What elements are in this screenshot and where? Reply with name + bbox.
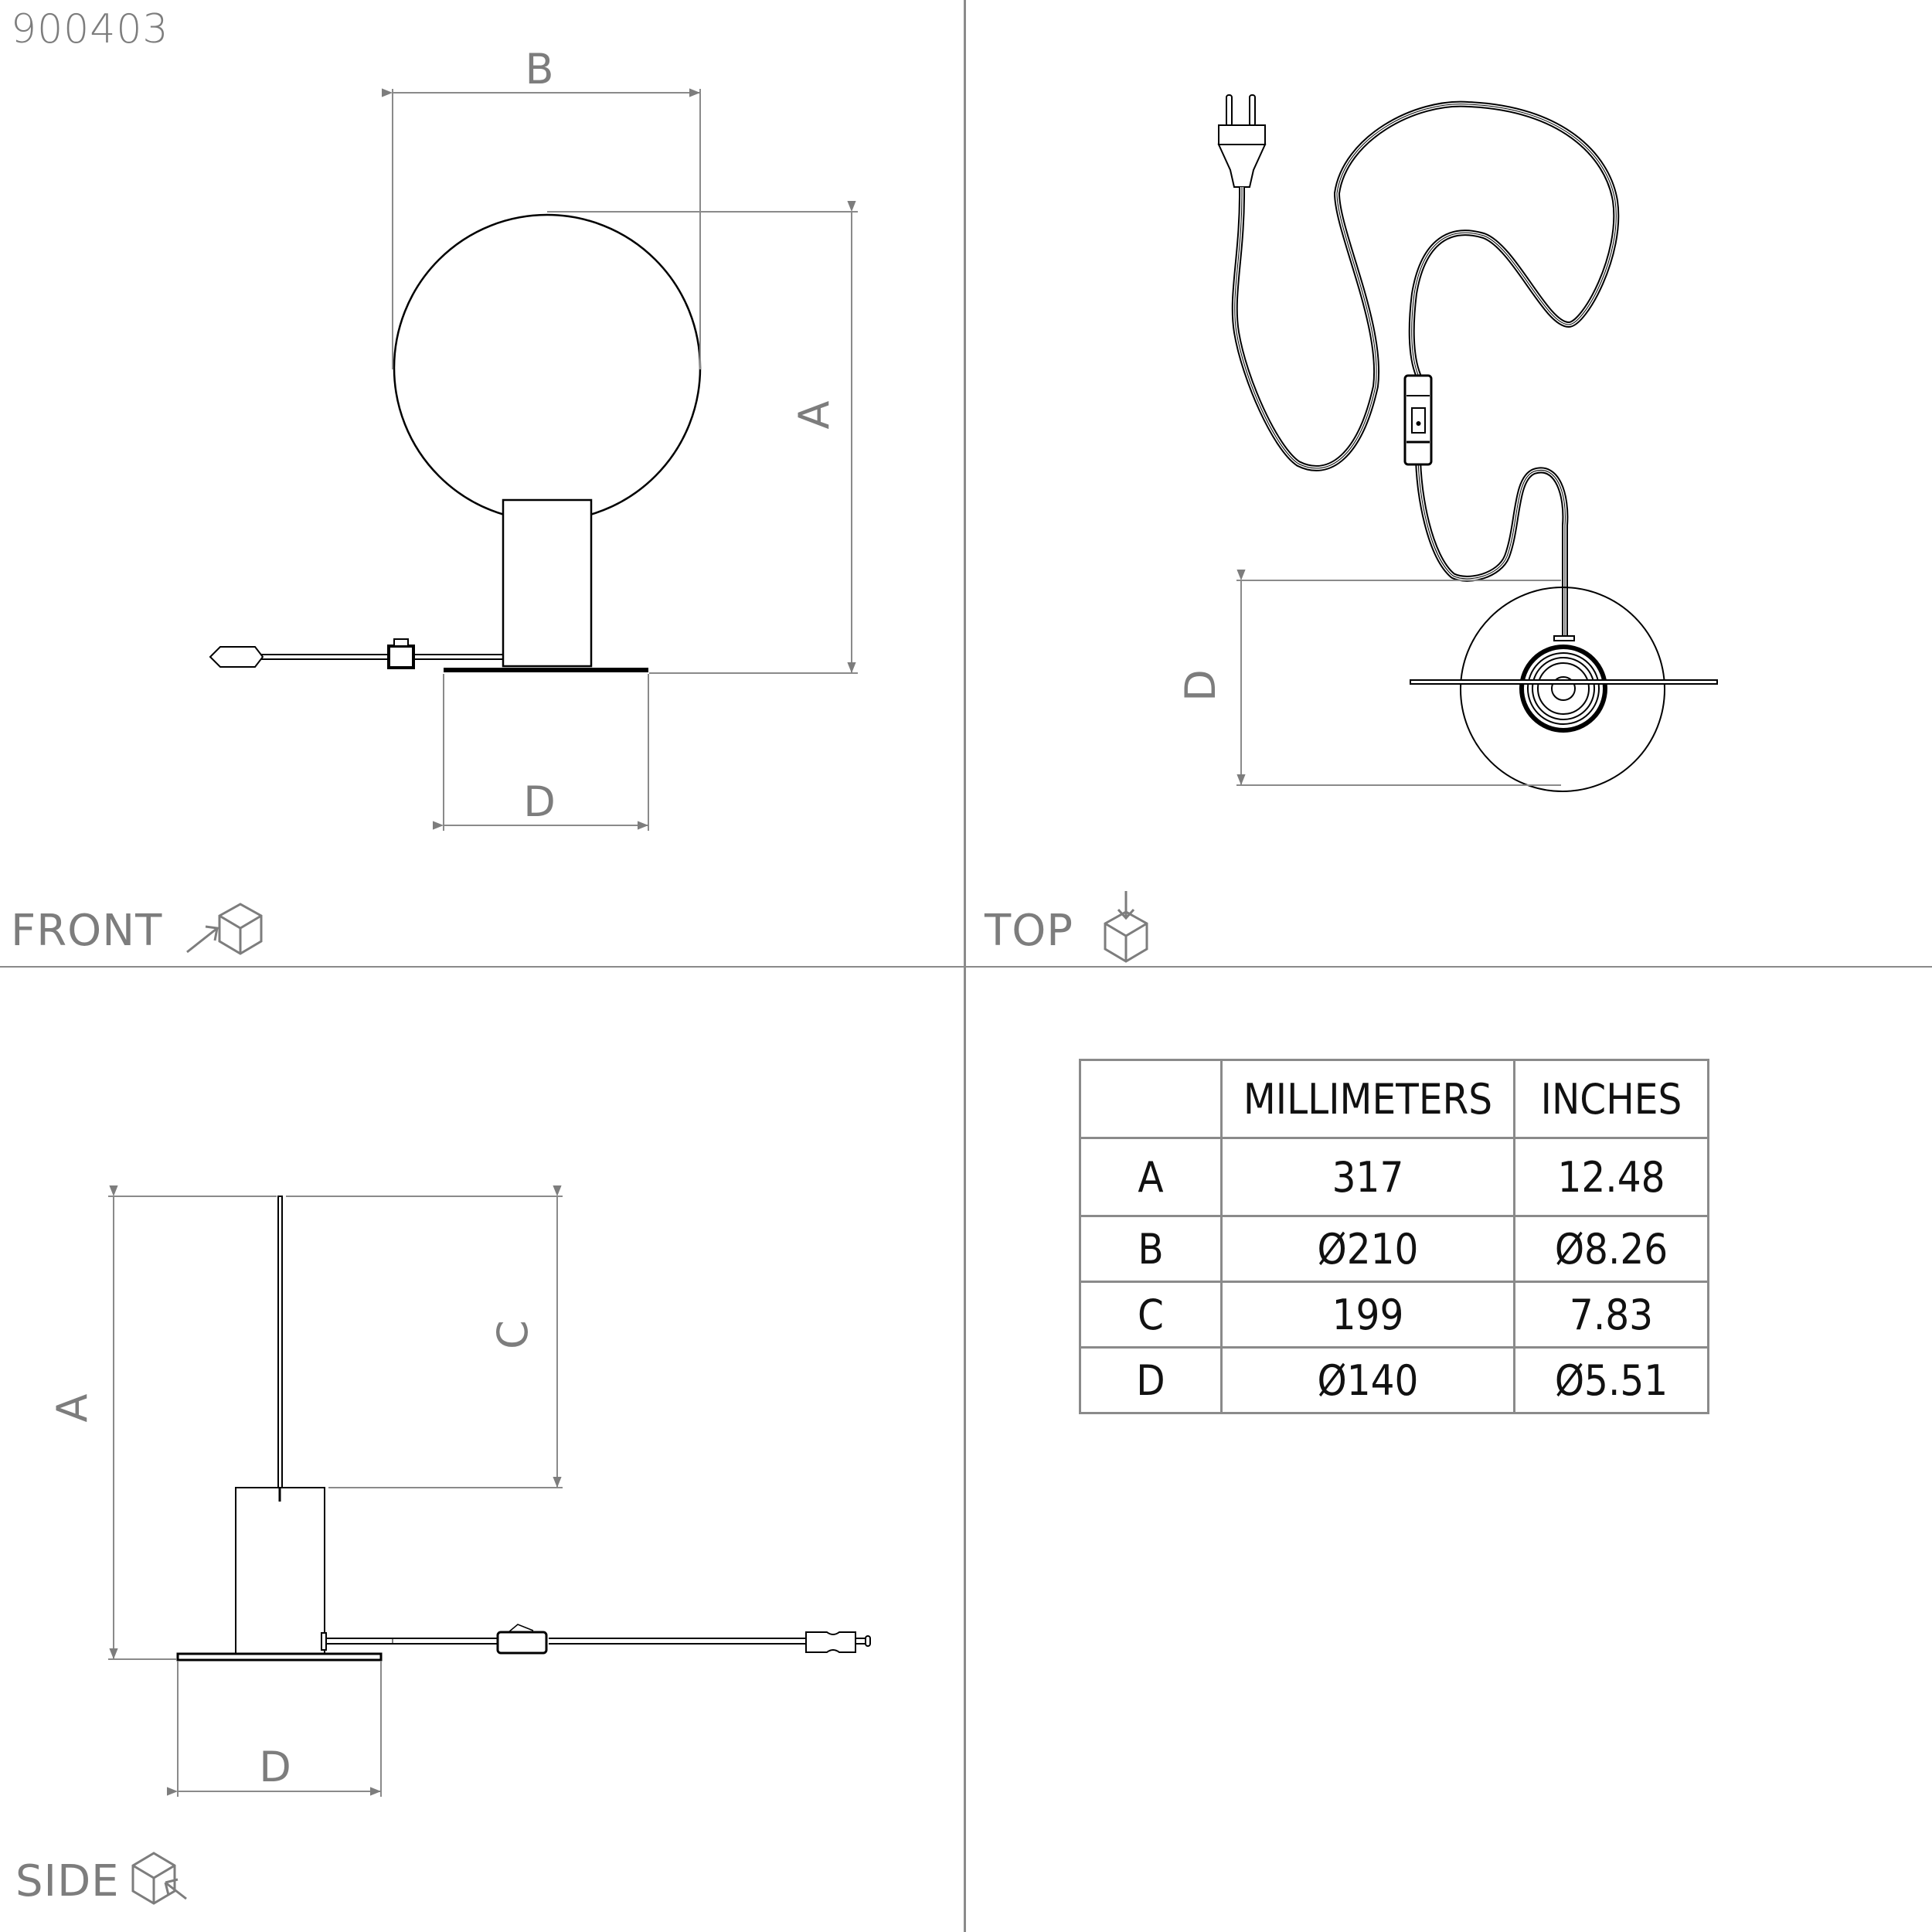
- table-row: B Ø210 Ø8.26: [1079, 1215, 1709, 1283]
- dim-mm: 317: [1220, 1137, 1515, 1217]
- front-view-label: FRONT: [11, 906, 163, 956]
- dim-in: Ø8.26: [1513, 1215, 1709, 1283]
- cube-side-view-icon: [131, 1852, 187, 1905]
- cube-front-view-icon: [186, 903, 263, 955]
- top-base-disc: [1460, 587, 1665, 792]
- top-cable: [1231, 100, 1620, 641]
- side-view-drawing: A C D: [48, 1185, 871, 1797]
- side-lamp-body: [235, 1487, 325, 1658]
- top-lamp-body: [1519, 635, 1607, 733]
- side-inline-switch: [496, 1631, 548, 1655]
- dim-mm: Ø140: [1220, 1346, 1515, 1414]
- horizontal-quadrant-divider: [0, 966, 1932, 968]
- table-row: C 199 7.83: [1079, 1281, 1709, 1349]
- table-header-empty: [1079, 1059, 1223, 1139]
- front-base-plate: [444, 668, 648, 672]
- side-cable: [321, 1624, 871, 1655]
- table-row: D Ø140 Ø5.51: [1079, 1346, 1709, 1414]
- front-cable: [209, 638, 502, 669]
- dim-in: 12.48: [1513, 1137, 1709, 1217]
- top-inline-switch: [1403, 374, 1433, 466]
- svg-text:A: A: [790, 400, 838, 429]
- dim-label: C: [1079, 1281, 1223, 1349]
- top-plug: [1217, 94, 1267, 188]
- dim-in: Ø5.51: [1513, 1346, 1709, 1414]
- top-globe-edge: [1410, 679, 1718, 685]
- svg-text:D: D: [523, 777, 556, 826]
- svg-text:D: D: [1176, 669, 1225, 702]
- table-row: A 317 12.48: [1079, 1137, 1709, 1217]
- front-switch: [387, 645, 415, 669]
- table-header-row: MILLIMETERS INCHES: [1079, 1059, 1709, 1139]
- svg-text:C: C: [488, 1320, 537, 1349]
- table-header-inches: INCHES: [1513, 1059, 1709, 1139]
- front-plug: [209, 646, 264, 668]
- product-code: 900403: [11, 6, 169, 53]
- svg-text:A: A: [48, 1393, 97, 1422]
- dim-in: 7.83: [1513, 1281, 1709, 1349]
- dim-label: B: [1079, 1215, 1223, 1283]
- front-globe-shade: [393, 213, 702, 522]
- cube-top-view-icon: [1104, 891, 1148, 963]
- table-header-millimeters: MILLIMETERS: [1220, 1059, 1515, 1139]
- top-view-drawing: D: [1176, 94, 1718, 792]
- front-view-drawing: B A D: [209, 45, 858, 831]
- side-plug: [805, 1631, 856, 1653]
- dim-mm: Ø210: [1220, 1215, 1515, 1283]
- side-view-label: SIDE: [15, 1856, 120, 1906]
- side-base-plate: [176, 1652, 383, 1662]
- top-view-label: TOP: [985, 906, 1074, 956]
- svg-text:B: B: [525, 45, 553, 94]
- dim-label: D: [1079, 1346, 1223, 1414]
- dim-label: A: [1079, 1137, 1223, 1217]
- svg-text:D: D: [259, 1743, 291, 1791]
- side-globe-edge: [277, 1196, 283, 1502]
- dimension-table: MILLIMETERS INCHES A 317 12.48 B Ø210 Ø8…: [1079, 1059, 1709, 1414]
- front-lamp-body: [502, 498, 593, 668]
- dim-mm: 199: [1220, 1281, 1515, 1349]
